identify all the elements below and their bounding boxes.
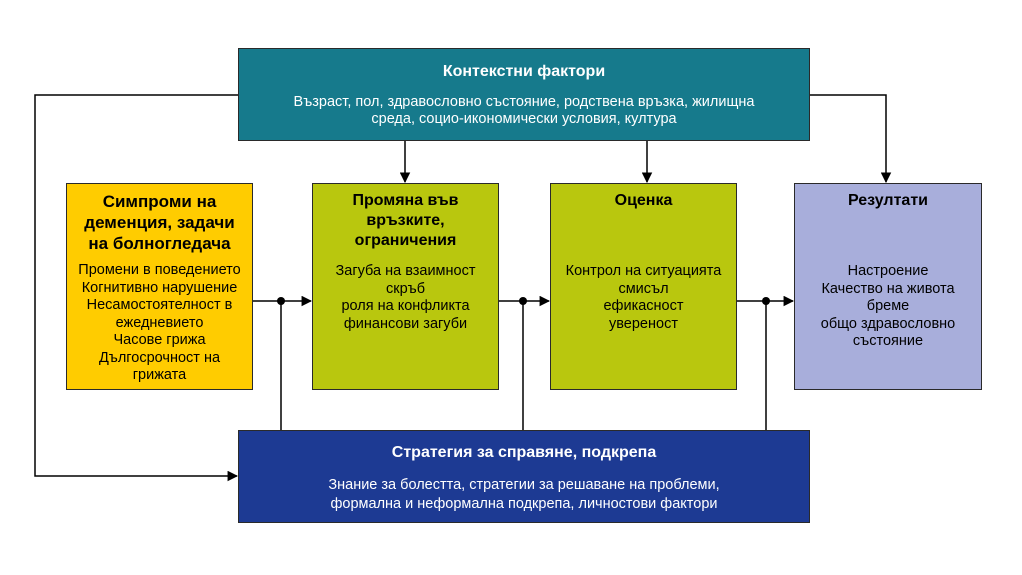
junction-dot [277, 297, 285, 305]
relationship-title-line: връзките, [366, 212, 445, 229]
relationship-item: роля на конфликта [341, 298, 470, 314]
evaluation-box: Оценка Контрол на ситуацията смисъл ефик… [550, 183, 737, 390]
results-item: състояние [852, 333, 924, 349]
arrow-context-to-coping [34, 94, 239, 482]
relationship-item: Загуба на взаимност [335, 263, 476, 279]
results-title: Резултати [848, 192, 928, 209]
symptoms-item: ежедневието [115, 314, 204, 331]
symptoms-item: Часове грижа [113, 332, 206, 348]
evaluation-item: смисъл [618, 280, 669, 297]
relationship-item: финансови загуби [343, 315, 468, 332]
results-item: общо здравословно [820, 315, 956, 332]
coping-support-line: формална и неформална подкрепа, личносто… [330, 496, 718, 512]
symptoms-item: Промени в поведението [78, 262, 241, 278]
context-factors-line: среда, социо-икономически условия, култу… [371, 111, 677, 127]
context-factors-box: Контекстни фактори Възраст, пол, здравос… [238, 48, 810, 141]
coping-support-box: Стратегия за справяне, подкрепа Знание з… [238, 430, 810, 523]
evaluation-item: ефикасност [603, 298, 684, 314]
relationship-title-line: Промяна във [352, 192, 459, 209]
relationship-item: скръб [385, 280, 426, 297]
symptoms-box: Симпроми на деменция, задачи на болногле… [66, 183, 253, 390]
symptoms-item: грижата [132, 367, 187, 383]
relationship-change-box: Промяна във връзките, ограничения Загуба… [312, 183, 499, 390]
coping-support-line: Знание за болестта, стратегии за решаван… [328, 477, 720, 493]
results-item: бреме [866, 298, 910, 314]
results-item: Качество на живота [821, 280, 955, 297]
junction-dot [762, 297, 770, 305]
junction-dot [519, 297, 527, 305]
results-item: Настроение [847, 263, 929, 279]
symptoms-title-line: деменция, задачи [84, 213, 235, 232]
evaluation-title: Оценка [614, 192, 673, 209]
symptoms-title-line: Симпроми на [102, 192, 217, 211]
symptoms-title-line: на болногледача [88, 234, 231, 253]
evaluation-item: увереност [609, 315, 678, 332]
symptoms-item: Дългосрочност на [98, 349, 221, 366]
context-factors-line: Възраст, пол, здравословно състояние, ро… [293, 94, 755, 110]
results-box: Резултати Настроение Качество на живота … [794, 183, 982, 390]
symptoms-item: Когнитивно нарушение [81, 279, 238, 296]
arrow-context-to-results [810, 94, 892, 184]
symptoms-item: Несамостоятелност в [86, 297, 233, 313]
evaluation-item: Контрол на ситуацията [565, 263, 722, 279]
coping-support-title: Стратегия за справяне, подкрепа [391, 444, 657, 461]
context-factors-title: Контекстни фактори [442, 63, 606, 80]
relationship-title-line: ограничения [354, 232, 457, 249]
